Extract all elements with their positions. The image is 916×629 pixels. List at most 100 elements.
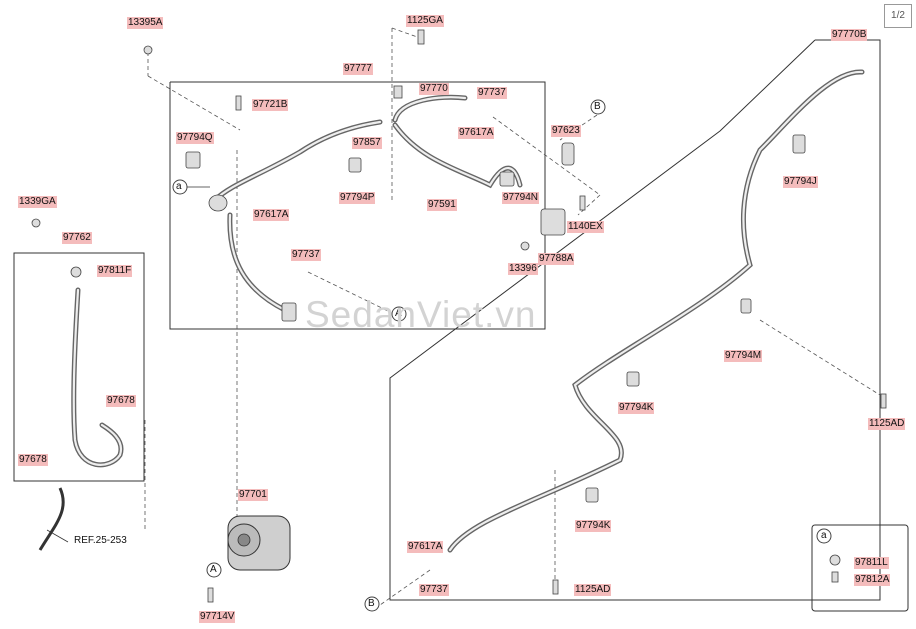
label-1125ad-bottom: 1125AD	[574, 584, 612, 596]
nut-13395a	[143, 45, 153, 55]
clip-97794ka	[626, 371, 640, 387]
label-97762: 97762	[62, 232, 92, 244]
leader-1125ga-b	[391, 27, 421, 39]
page-indicator[interactable]: 1/2	[884, 4, 912, 28]
label-97617a-bottom: 97617A	[407, 541, 444, 553]
marker-b-bottom-circle	[364, 596, 380, 612]
frame-legend	[811, 524, 909, 612]
label-97770: 97770	[419, 83, 449, 95]
bolt-1125ga	[417, 29, 425, 45]
bracket-97794n	[499, 171, 515, 187]
part-97788a	[540, 208, 566, 236]
legend-cap-icon	[829, 554, 841, 566]
label-97770b: 97770B	[831, 29, 868, 41]
hose-left-fill	[72, 288, 123, 466]
leader-13395a-b	[147, 75, 241, 131]
legend-item-97812a: 97812A	[854, 574, 891, 586]
ref-leader	[46, 529, 69, 543]
bracket-97794q	[185, 151, 201, 169]
label-97701: 97701	[238, 489, 268, 501]
nut-13396	[520, 241, 530, 251]
label-97721b: 97721B	[252, 99, 289, 111]
label-97794k-bottom: 97794K	[575, 520, 612, 532]
marker-a-mid-circle	[391, 306, 407, 322]
label-1125ga: 1125GA	[406, 15, 444, 27]
hose-upper-down-fill	[228, 213, 287, 312]
nut-1339ga	[31, 218, 41, 228]
bolt-1140ex	[579, 195, 586, 211]
fitting-lower	[281, 302, 297, 322]
label-97737-top: 97737	[477, 87, 507, 99]
bracket-97794p	[348, 157, 362, 173]
cap-97811f	[70, 266, 82, 278]
marker-a-bottom: A	[210, 564, 217, 575]
bolt-1125ad-bottom	[552, 579, 559, 595]
marker-a: a	[176, 181, 182, 192]
clip-97794j	[792, 134, 806, 154]
leader-b-lower	[379, 569, 431, 606]
label-97811f: 97811F	[97, 265, 133, 277]
bolt-97714v	[207, 587, 214, 603]
label-97678-right: 97678	[106, 395, 136, 407]
label-97623: 97623	[551, 125, 581, 137]
ref-connector	[38, 487, 65, 551]
clip-97794m	[740, 298, 752, 314]
label-97737-mid: 97737	[291, 249, 321, 261]
label-13396: 13396	[508, 263, 538, 275]
label-97617a-mid: 97617A	[253, 209, 290, 221]
label-1339ga: 1339GA	[18, 196, 57, 208]
hose-upper-main-fill	[213, 120, 382, 202]
receiver-drier	[208, 194, 228, 212]
label-1140ex: 1140EX	[567, 221, 604, 233]
label-97794n: 97794N	[502, 192, 540, 204]
sensor-97770	[393, 85, 403, 99]
marker-a-mid: A	[395, 308, 402, 319]
frame-97770b	[389, 39, 881, 601]
marker-legend-circle	[816, 528, 832, 544]
clip-97794kb	[585, 487, 599, 503]
valve-97721b	[235, 95, 242, 111]
leader-1140ex	[577, 194, 601, 216]
frame-97762	[13, 252, 145, 482]
leader-97794m	[759, 319, 881, 396]
marker-a-bottom-circle	[206, 562, 222, 578]
leader-b-upper	[492, 116, 601, 196]
legend-title: a	[821, 530, 827, 541]
part-97623	[561, 142, 575, 166]
bolt-1125ad-right	[880, 393, 887, 409]
label-97678-left: 97678	[18, 454, 48, 466]
hose-left	[71, 287, 124, 468]
label-97857: 97857	[352, 137, 382, 149]
marker-b-bottom: B	[368, 598, 375, 609]
watermark: SedanViet.vn	[305, 294, 537, 335]
hose-upper-right	[392, 94, 468, 123]
compressor-hub	[237, 533, 251, 547]
frame-97777	[169, 81, 546, 330]
label-97737-bottom: 97737	[419, 584, 449, 596]
marker-b-top: B	[594, 101, 601, 112]
group-parts	[31, 29, 887, 603]
hose-upper-mid-fill	[393, 123, 522, 187]
leader-a-upper	[307, 271, 391, 313]
group-frames	[13, 39, 909, 612]
legend-valve-icon	[831, 571, 839, 583]
legend-item-97811l: 97811L	[854, 557, 889, 569]
group-markers	[172, 99, 832, 612]
label-13395a: 13395A	[127, 17, 164, 29]
group-hoses-fill	[72, 70, 864, 552]
label-97794k-top: 97794K	[618, 402, 655, 414]
compressor-97701	[227, 515, 291, 571]
hose-upper-right-fill	[393, 96, 467, 122]
label-1125ad-right: 1125AD	[868, 418, 906, 430]
label-97714v: 97714V	[199, 611, 236, 623]
label-97777: 97777	[343, 63, 373, 75]
label-97591: 97591	[427, 199, 457, 211]
label-97788a: 97788A	[538, 253, 575, 265]
label-97794p: 97794P	[339, 192, 376, 204]
ref-note: REF.25-253	[74, 535, 127, 546]
hose-long-fill	[448, 70, 864, 552]
label-97794q: 97794Q	[176, 132, 214, 144]
label-97794m: 97794M	[724, 350, 763, 362]
